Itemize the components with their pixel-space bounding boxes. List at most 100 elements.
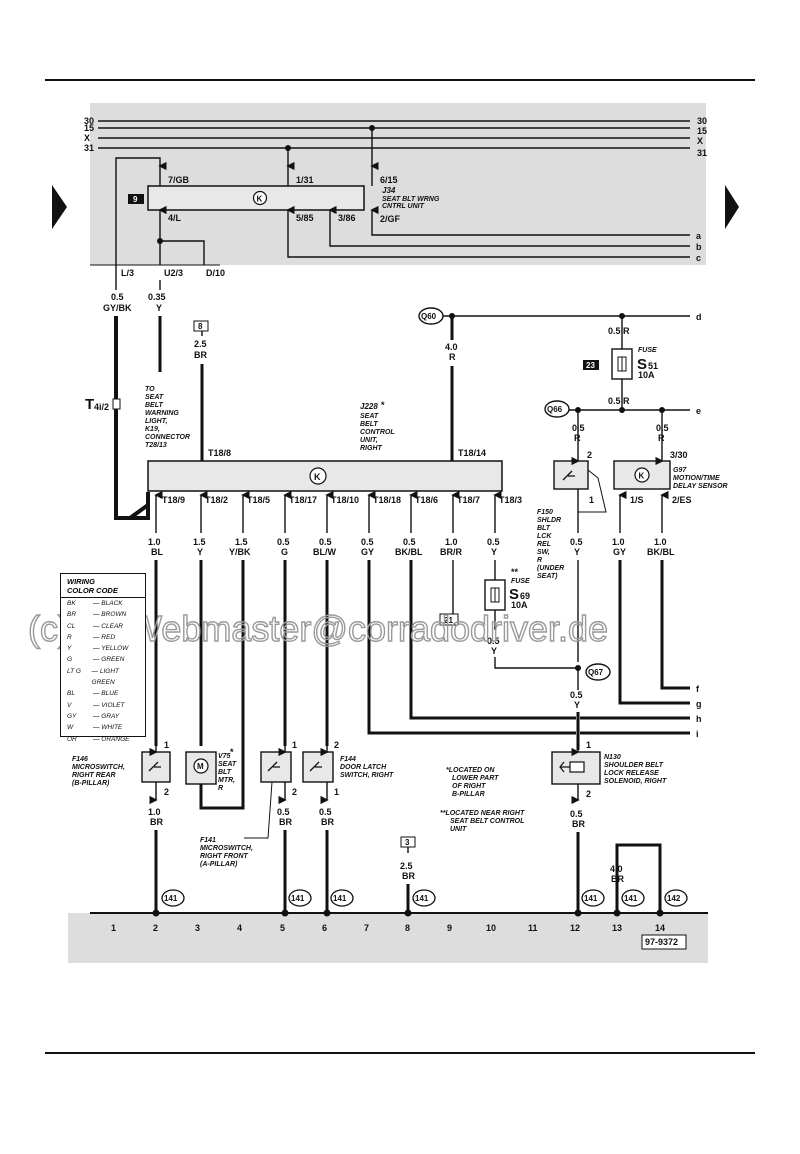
svg-text:T18/18: T18/18 [373, 495, 401, 505]
next-page-arrow-icon[interactable] [725, 185, 739, 229]
j34-pin-615: 6/15 [380, 175, 398, 185]
legend-code: R [67, 633, 72, 641]
j228-desc-1: SEAT [360, 413, 379, 420]
j34-pin-585: 5/85 [296, 213, 314, 223]
svg-text:F141: F141 [200, 837, 216, 844]
svg-text:T18/6: T18/6 [415, 495, 438, 505]
wire-s69-to-q67 [494, 657, 578, 669]
bus-label-left-15: 15 [84, 123, 94, 133]
wire-brf141-size: 0.5 [277, 807, 290, 817]
component-f141 [244, 751, 292, 839]
svg-text:LOWER PART: LOWER PART [452, 775, 499, 782]
wire-brn130-size: 0.5 [570, 809, 583, 819]
svg-text:BL: BL [151, 547, 163, 557]
svg-text:SOLENOID, RIGHT: SOLENOID, RIGHT [604, 778, 667, 785]
wire-rf150-color: R [574, 433, 581, 443]
connector-t4-sub: 4i/2 [94, 402, 109, 412]
legend-meaning: — BLUE [93, 690, 119, 698]
wire-brf141-color: BR [279, 817, 292, 827]
svg-text:0.5: 0.5 [361, 537, 374, 547]
v75-label-4: MTR, [218, 777, 235, 784]
wire-yn130-size: 0.5 [570, 690, 583, 700]
note-star1: *LOCATED ON LOWER PART OF RIGHT B-PILLAR [446, 767, 499, 798]
conn-d10: D/10 [206, 268, 225, 278]
svg-text:0.5: 0.5 [277, 537, 290, 547]
svg-text:BL/W: BL/W [313, 547, 336, 557]
legend-code: G [67, 656, 73, 664]
v75-star: * [230, 747, 234, 757]
legend-row: V— VIOLET [61, 700, 145, 711]
wire-brf144-color: BR [321, 817, 334, 827]
svg-text:CONNECTOR: CONNECTOR [145, 434, 190, 441]
connector-t4-main: T [85, 396, 94, 413]
j228-output-wires [154, 505, 576, 810]
figure-id: 97-9372 [645, 937, 678, 947]
component-f150 [553, 460, 607, 513]
f141-pin-1: 1 [292, 740, 297, 750]
right-letter-h: h [696, 714, 702, 724]
svg-text:WARNING: WARNING [145, 410, 179, 417]
f150-pin-2: 2 [587, 450, 592, 460]
svg-text:0.5: 0.5 [403, 537, 416, 547]
prev-page-arrow-icon[interactable] [52, 185, 67, 229]
legend-meaning: — BLACK [93, 600, 123, 607]
svg-text:RIGHT REAR: RIGHT REAR [72, 772, 116, 779]
svg-text:BR/R: BR/R [440, 547, 462, 557]
figure-id-box [641, 934, 687, 950]
svg-text:SWITCH, RIGHT: SWITCH, RIGHT [340, 772, 394, 779]
svg-text:T18/9: T18/9 [162, 495, 185, 505]
wire-rg97-color: R [658, 433, 665, 443]
j228-star: * [381, 400, 385, 410]
wire-gybk-size: 0.5 [111, 292, 124, 302]
svg-text:T18/5: T18/5 [247, 495, 270, 505]
wire-s69-out-size: 0.5 [487, 636, 500, 646]
wire-bkbl10-color: BK/BL [647, 547, 675, 557]
legend-code: OR [67, 735, 77, 743]
component-g97: K [613, 460, 671, 490]
svg-text:4: 4 [237, 923, 242, 933]
svg-text:142: 142 [667, 894, 681, 903]
svg-text:F144: F144 [340, 756, 356, 763]
connector-t4-icon [112, 398, 121, 410]
wire-s51-bottom: 0.5 R [608, 396, 630, 406]
right-letter-i: i [696, 729, 699, 739]
fuse-s69-stars: ** [511, 567, 519, 577]
legend-title-line1: WIRING [67, 577, 95, 586]
svg-text:LIGHT,: LIGHT, [145, 418, 167, 425]
j228-desc-2: BELT [360, 421, 378, 428]
svg-text:BELT: BELT [145, 402, 163, 409]
n130-pin-2: 2 [586, 789, 591, 799]
bus-label-right-15: 15 [697, 126, 707, 136]
wire-g97-gy [618, 560, 690, 705]
j228-desc-3: CONTROL [360, 429, 395, 436]
g97-pin-2es: 2/ES [672, 495, 692, 505]
svg-text:DOOR LATCH: DOOR LATCH [340, 764, 387, 771]
j34-pin-386: 3/86 [338, 213, 356, 223]
component-f144 [302, 751, 334, 783]
f146-pin-1: 1 [164, 740, 169, 750]
v75-label-3: BLT [218, 769, 232, 776]
f144-label: F144 DOOR LATCH SWITCH, RIGHT [340, 756, 394, 779]
wire-brf146-color: BR [150, 817, 163, 827]
svg-text:141: 141 [584, 894, 598, 903]
g97-pin-1s: 1/S [630, 495, 644, 505]
legend-title: WIRING COLOR CODE [61, 574, 145, 598]
badge-8-text: 8 [198, 322, 203, 331]
svg-text:Q67: Q67 [588, 668, 604, 677]
svg-text:1.0: 1.0 [148, 537, 161, 547]
badge-9 [128, 194, 144, 204]
component-f146 [141, 751, 171, 783]
svg-text:K: K [639, 472, 645, 481]
f144-pin-2: 2 [334, 740, 339, 750]
svg-text:B-PILLAR: B-PILLAR [452, 791, 485, 798]
svg-text:1: 1 [111, 923, 116, 933]
svg-text:0.5: 0.5 [319, 537, 332, 547]
right-letter-a: a [696, 231, 702, 241]
bus-label-right-x: X [697, 136, 703, 146]
j228-ident: J228 [360, 402, 378, 411]
wire-rf150-size: 0.5 [572, 423, 585, 433]
wire-y035-size: 0.35 [148, 292, 166, 302]
fuse-s51-num: 51 [648, 361, 658, 371]
